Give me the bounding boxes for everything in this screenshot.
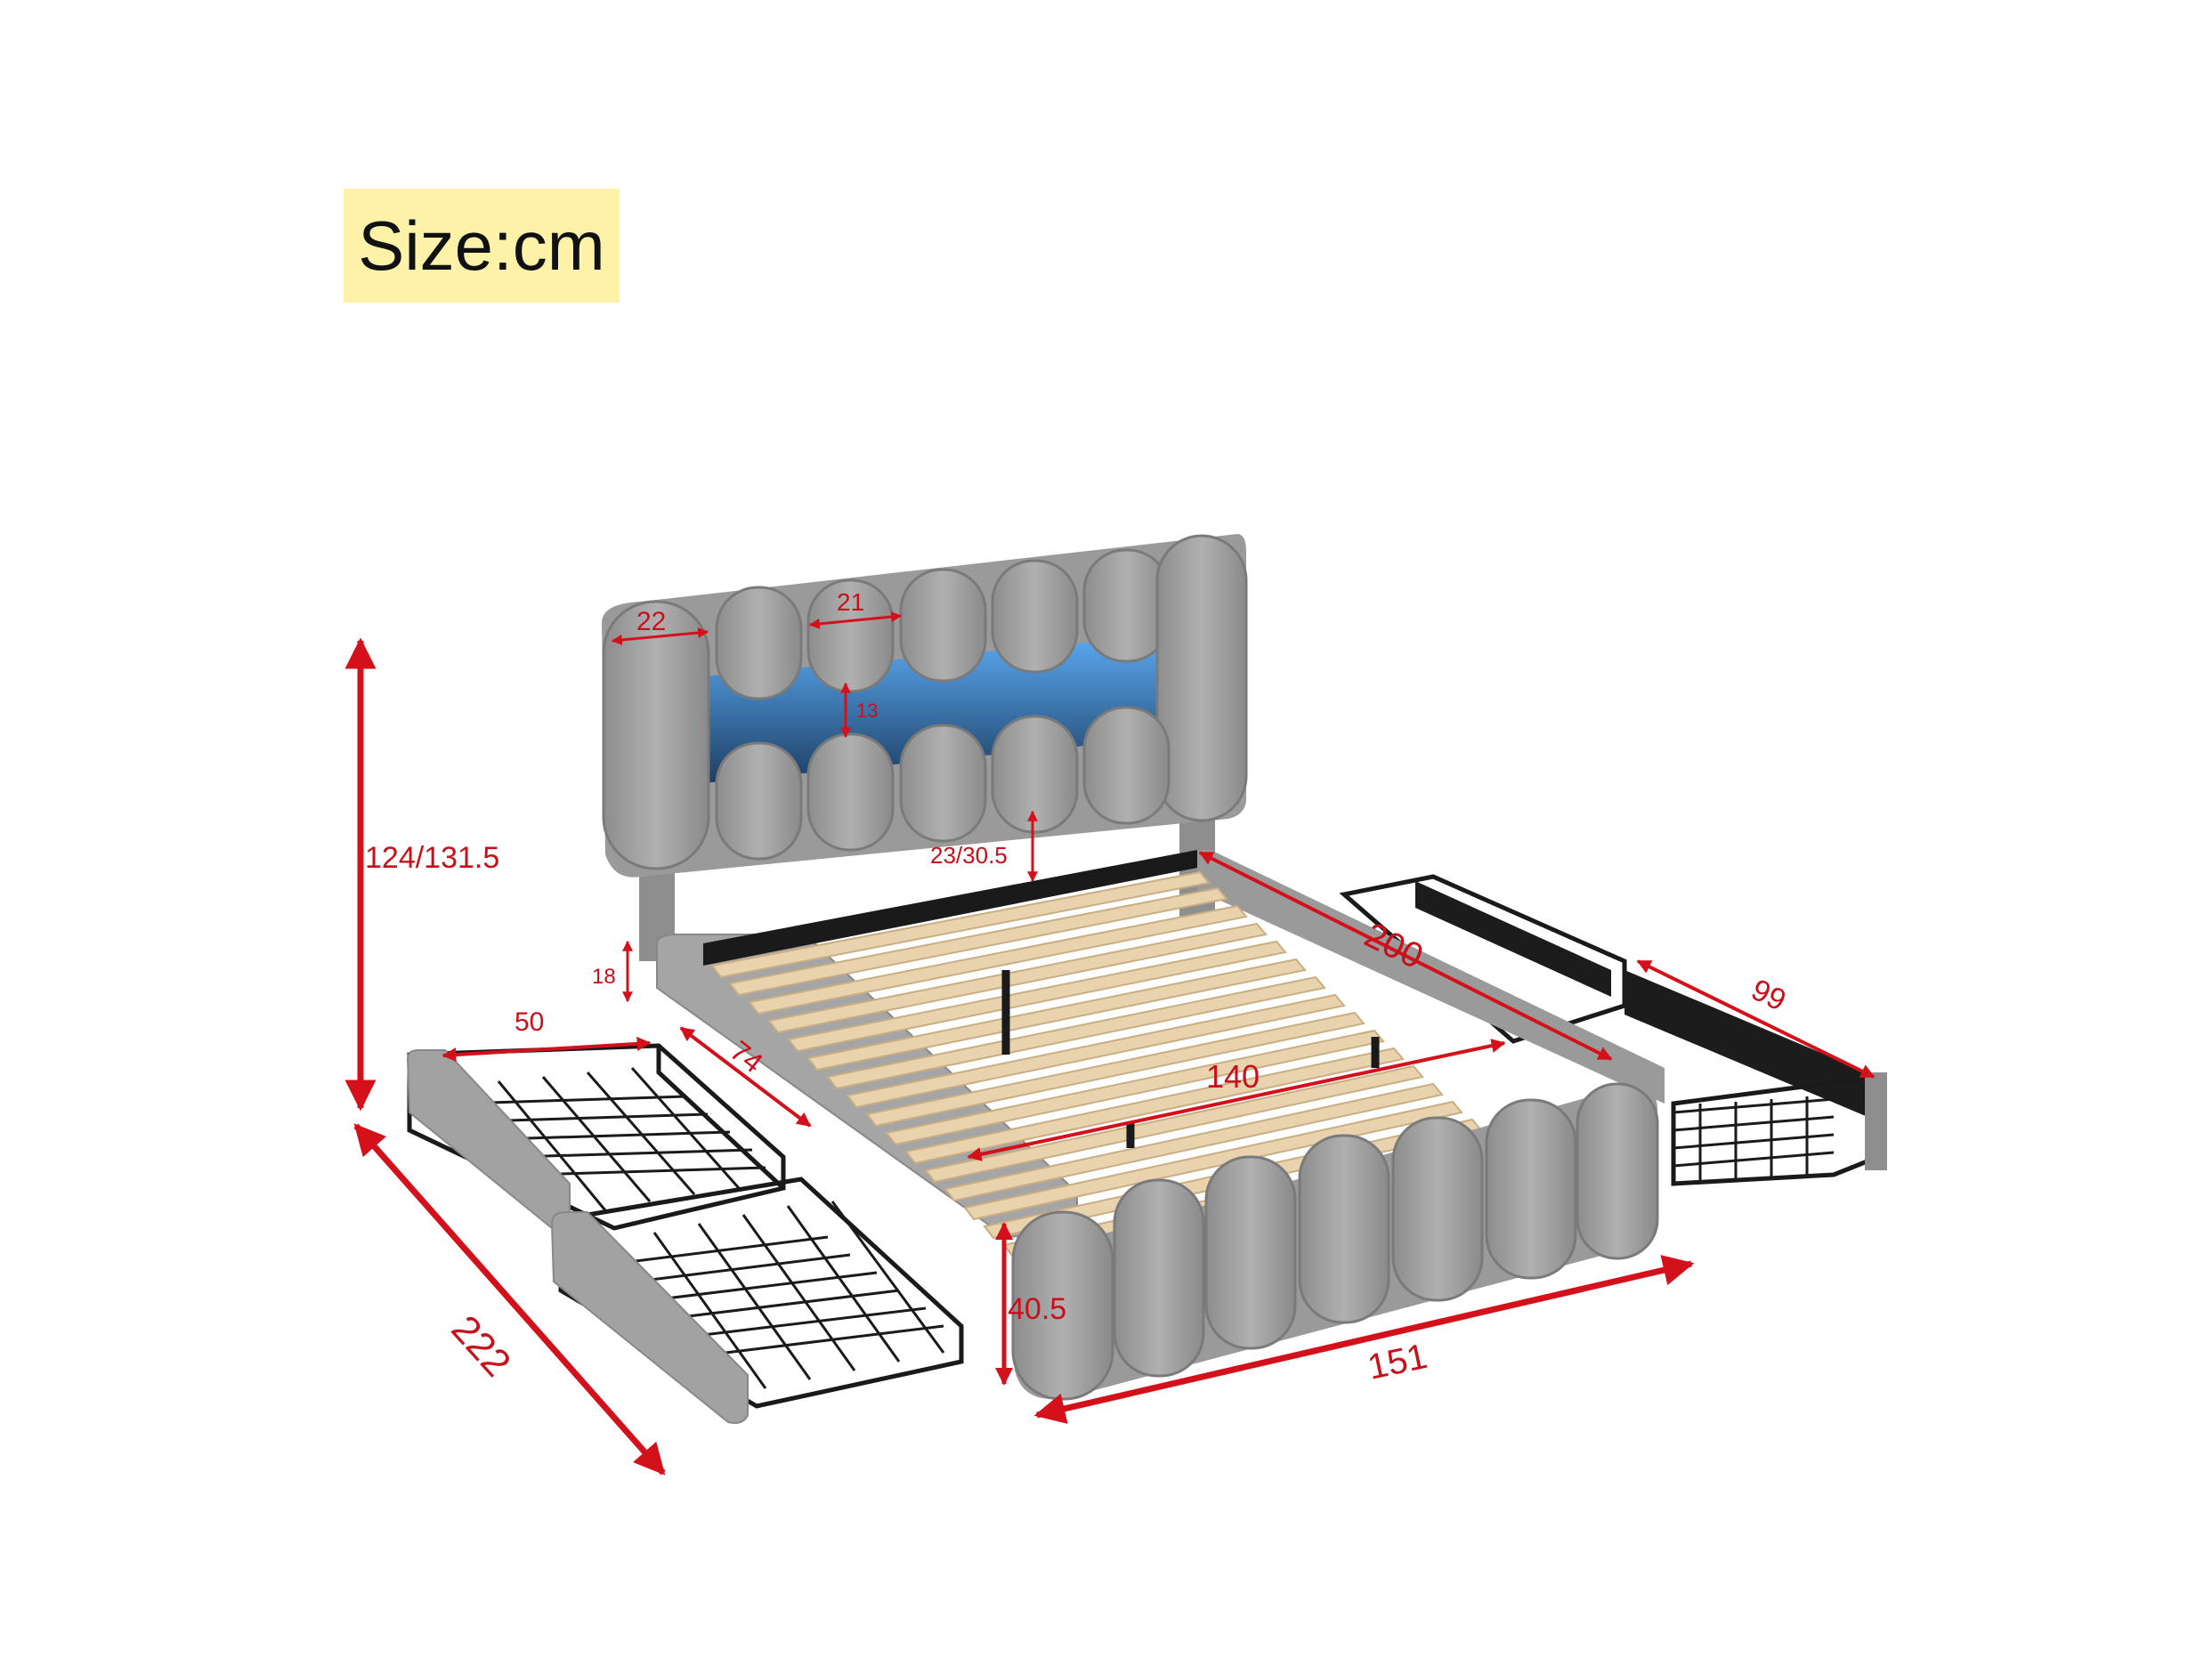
right-drawer-face [1865,1072,1887,1170]
panel-gap-label: 21 [837,588,864,616]
total-length-arrow [353,1123,666,1476]
headboard-upper-cushions [602,534,1248,870]
slat-length-arrow [1198,851,1613,1061]
total-width-label: 151 [1365,1337,1430,1387]
headboard [602,534,1248,961]
footboard-height-label: 40.5 [1008,1292,1066,1326]
unit-label: Size:cm [358,206,605,285]
left-drawer-front-face [550,1211,749,1424]
headboard-lower-cushions [715,706,1171,861]
panel-width-arrow [611,627,709,645]
panel-gap-arrow [808,611,903,629]
drawer-length-arrow [679,1026,812,1128]
slat-width-label: 140 [1206,1058,1260,1095]
left-drawer-back [406,1043,786,1231]
rail-height-label: 18 [592,965,616,989]
side-drawer-length-label: 99 [1746,973,1791,1018]
dimension-lines [344,611,1876,1476]
left-drawer-front-grid [613,1201,945,1389]
unit-badge: Size:cm [344,189,620,303]
total-height-label: 124/131.5 [365,841,499,875]
drawer-width-label: 50 [515,1007,544,1037]
panel-width-label: 22 [636,607,666,636]
side-drawer-arrow [1636,959,1876,1079]
slat-width-arrow [967,1039,1506,1161]
total-width-arrow [1033,1255,1695,1424]
light-strip-label: 13 [856,700,878,722]
drawer-width-arrow [442,1036,652,1063]
left-drawer-front [550,1177,964,1424]
dimension-labels: 124/131.5 222 151 40.5 99 200 140 74 50 … [365,588,1791,1387]
right-drawer-grid [1673,1096,1835,1184]
clearance-label: 23/30.5 [930,842,1008,869]
total-length-label: 222 [443,1307,520,1385]
